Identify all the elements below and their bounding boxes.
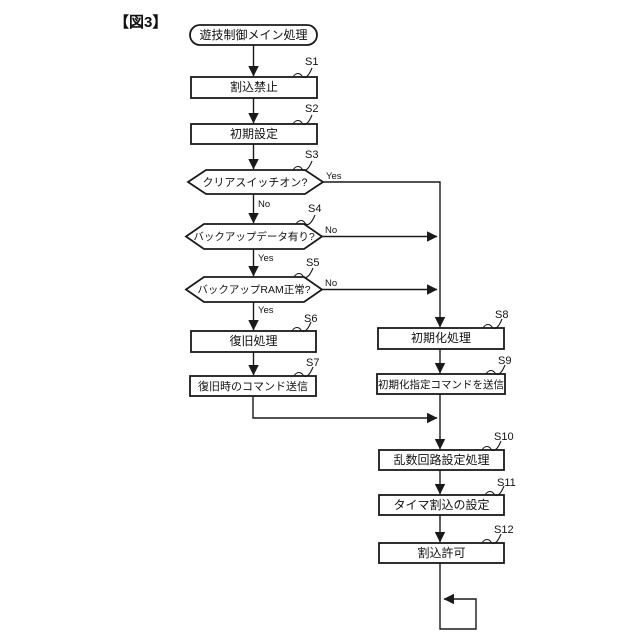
- s1-step-id: S1: [305, 56, 318, 68]
- s9-process-box: [376, 373, 506, 395]
- node-s9: 初期化指定コマンドを送信 S9: [376, 355, 511, 395]
- s12-label: 割込許可: [417, 545, 465, 560]
- s1-label: 割込禁止: [230, 79, 278, 94]
- s3-step-pointer: [292, 160, 313, 172]
- s4-yes-branch-label: Yes: [258, 253, 274, 264]
- s6-step-id: S6: [304, 313, 317, 325]
- s3-step-id: S3: [305, 149, 318, 161]
- s6-process-box: [190, 330, 317, 353]
- s10-step-id: S10: [494, 431, 514, 443]
- s7-step-id: S7: [306, 357, 319, 369]
- connector-main-loop: [439, 563, 477, 630]
- node-s11: タイマ割込の設定 S11: [378, 477, 516, 516]
- node-s6: 復旧処理 S6: [190, 313, 317, 353]
- s8-process-box: [377, 327, 505, 350]
- s8-step-id: S8: [495, 309, 508, 321]
- s12-step-id: S12: [494, 524, 514, 536]
- connector-s3-yes-to-s8: [323, 181, 446, 328]
- node-s3: クリアスイッチオン? S3 Yes No: [186, 149, 342, 210]
- s2-step-pointer: [292, 114, 313, 126]
- s1-process-box: [190, 76, 318, 99]
- s4-decision-shape: [184, 223, 324, 250]
- node-s10: 乱数回路設定処理 S10: [378, 431, 514, 471]
- start-terminal-label: 遊技制御メイン処理: [199, 27, 307, 42]
- node-s8: 初期化処理 S8: [377, 309, 508, 350]
- s2-step-id: S2: [305, 103, 318, 115]
- s11-process-box: [378, 494, 505, 516]
- s5-step-id: S5: [306, 257, 319, 269]
- connector-s7-to-merge: [252, 396, 438, 424]
- s2-label: 初期設定: [230, 126, 278, 141]
- s4-step-pointer: [295, 214, 316, 226]
- s5-step-pointer: [293, 267, 314, 279]
- s3-decision-shape: [186, 169, 325, 195]
- s10-label: 乱数回路設定処理: [393, 452, 489, 467]
- s5-yes-branch-label: Yes: [258, 305, 274, 316]
- s10-process-box: [378, 449, 505, 471]
- node-s5: バックアップRAM正常? S5 No Yes: [184, 257, 337, 316]
- s6-label: 復旧処理: [229, 333, 277, 348]
- node-s7: 復旧時のコマンド送信 S7: [189, 357, 319, 397]
- s5-label: バックアップRAM正常?: [197, 283, 310, 296]
- s1-step-pointer: [292, 67, 313, 79]
- s8-label: 初期化処理: [411, 331, 471, 345]
- s2-process-box: [190, 123, 318, 145]
- s4-label: バックアップデータ有り?: [193, 230, 314, 243]
- figure-title: 【図3】: [114, 13, 167, 31]
- node-start: 遊技制御メイン処理: [189, 24, 318, 46]
- s9-step-id: S9: [498, 355, 511, 367]
- s5-decision-shape: [184, 276, 324, 303]
- s11-step-id: S11: [497, 477, 516, 489]
- connectors: [248, 45, 477, 630]
- s11-label: タイマ割込の設定: [393, 497, 489, 512]
- s4-step-id: S4: [308, 203, 321, 215]
- s4-no-branch-label: No: [325, 225, 337, 236]
- s7-label: 復旧時のコマンド送信: [198, 379, 308, 393]
- s9-label: 初期化指定コマンドを送信: [378, 378, 504, 391]
- node-s1: 割込禁止 S1: [190, 56, 318, 99]
- start-terminal-shape: [189, 24, 318, 46]
- s12-process-box: [378, 542, 505, 564]
- node-s2: 初期設定 S2: [190, 103, 318, 145]
- s3-label: クリアスイッチオン?: [202, 176, 307, 189]
- node-s4: バックアップデータ有り? S4 No Yes: [184, 203, 337, 264]
- s3-yes-branch-label: Yes: [326, 171, 342, 182]
- node-s12: 割込許可 S12: [378, 524, 514, 564]
- s5-no-branch-label: No: [325, 278, 337, 289]
- s3-no-branch-label: No: [258, 199, 270, 210]
- s7-process-box: [189, 375, 317, 397]
